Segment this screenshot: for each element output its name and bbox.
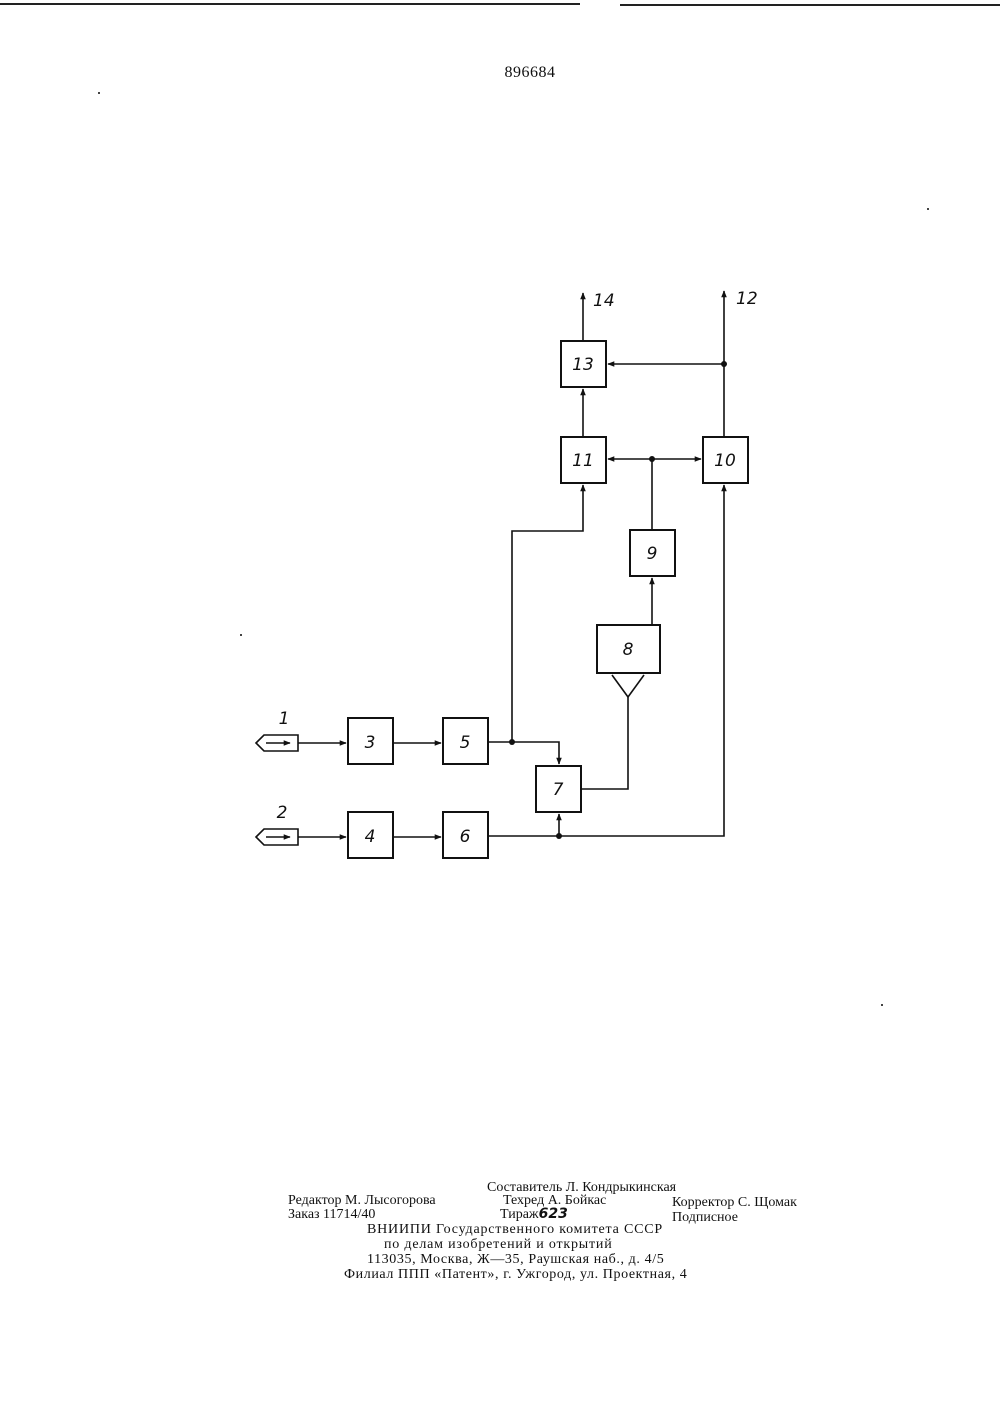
org-line-2: по делам изобретений и открытий [384,1237,613,1252]
label-9: 9 [647,544,658,564]
junction-dot [649,456,655,462]
wire-5-to-7 [488,742,559,764]
order-line: Заказ 11714/40 [288,1207,375,1222]
scan-speck [927,208,929,210]
address-line: 113035, Москва, Ж—35, Раушская наб., д. … [367,1252,664,1267]
tirazh-label: Тираж [500,1207,539,1222]
junction-dot [509,739,515,745]
scan-speck [240,634,242,636]
scan-speck [881,1004,883,1006]
org-line-1: ВНИИПИ Государственного комитета СССР [367,1222,663,1237]
label-8: 8 [623,640,634,660]
label-2: 2 [277,803,288,823]
label-1: 1 [279,709,290,729]
label-13: 13 [572,355,594,375]
label-7: 7 [553,780,564,800]
label-10: 10 [714,451,736,471]
block-diagram: 1 2 3 4 5 6 7 8 9 10 11 12 13 14 [0,0,1000,1000]
label-14: 14 [593,291,615,311]
tirazh-value: 623 [539,1206,568,1222]
label-6: 6 [460,827,471,847]
label-12: 12 [736,289,758,309]
label-5: 5 [460,733,471,753]
subscription-line: Подписное [672,1210,738,1225]
scan-speck [98,92,100,94]
junction-dot [556,833,562,839]
label-11: 11 [572,451,594,471]
wire-5-to-11 [512,485,583,742]
block-8-input-wedge [628,675,644,697]
editor-line: Редактор М. Лысогорова [288,1193,436,1208]
label-4: 4 [365,827,376,847]
block-8-input-wedge [612,675,628,697]
tirazh-line: Тираж623 [500,1207,568,1222]
junction-dot [721,361,727,367]
label-3: 3 [365,733,376,753]
wire-7-to-8 [581,697,628,789]
corrector-line: Корректор С. Щомак [672,1195,797,1210]
branch-line: Филиал ППП «Патент», г. Ужгород, ул. Про… [344,1267,687,1282]
